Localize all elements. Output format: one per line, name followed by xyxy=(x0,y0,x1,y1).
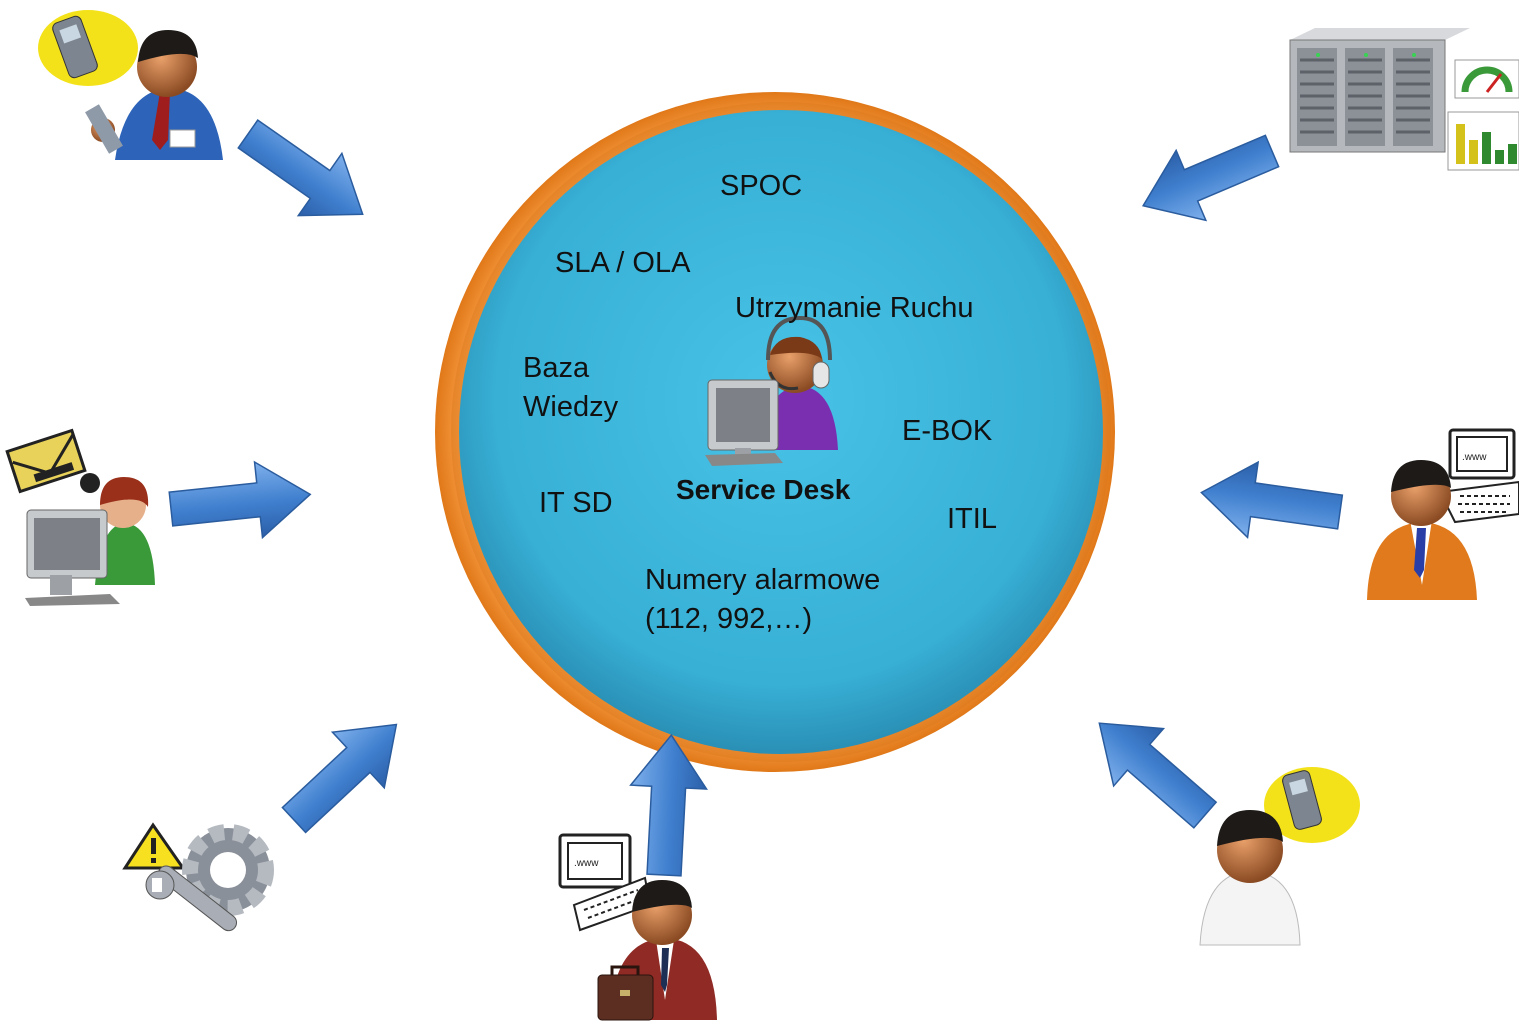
arrow-bottom-left xyxy=(267,695,424,849)
topic-numery-alarmowe-line2: (112, 992,…) xyxy=(645,603,813,635)
phone-customer-icon xyxy=(1199,767,1360,946)
svg-text:.www: .www xyxy=(1462,452,1487,463)
arrow-top-right xyxy=(1127,115,1288,242)
topic-e-bok: E-BOK xyxy=(902,415,993,447)
topic-sla-ola: SLA / OLA xyxy=(555,247,691,279)
arrow-top-left xyxy=(225,102,386,247)
warning-tools-icon xyxy=(122,822,274,932)
helpdesk-agent-icon xyxy=(705,315,838,466)
topic-utrzymanie-ruchu: Utrzymanie Ruchu xyxy=(735,292,974,324)
email-user-icon xyxy=(5,428,155,606)
topic-baza-wiedzy-line2: Wiedzy xyxy=(523,391,619,423)
arrow-bottom-right xyxy=(1073,693,1231,845)
arrow-mid-right xyxy=(1195,454,1347,551)
phone-user-icon xyxy=(38,10,223,160)
topic-itil: ITIL xyxy=(947,503,997,535)
topic-it-sd: IT SD xyxy=(539,487,613,519)
topic-spoc: SPOC xyxy=(720,170,803,202)
web-user-icon: .www xyxy=(1367,428,1519,600)
topic-baza-wiedzy-line1: Baza xyxy=(523,352,590,384)
center-title: Service Desk xyxy=(676,474,851,505)
web-businessman-icon: .www xyxy=(558,833,717,1021)
topic-numery-alarmowe-line1: Numery alarmowe xyxy=(645,564,881,596)
arrow-mid-left xyxy=(166,455,315,548)
svg-text:.www: .www xyxy=(574,858,599,869)
server-monitoring-icon xyxy=(1289,28,1519,171)
